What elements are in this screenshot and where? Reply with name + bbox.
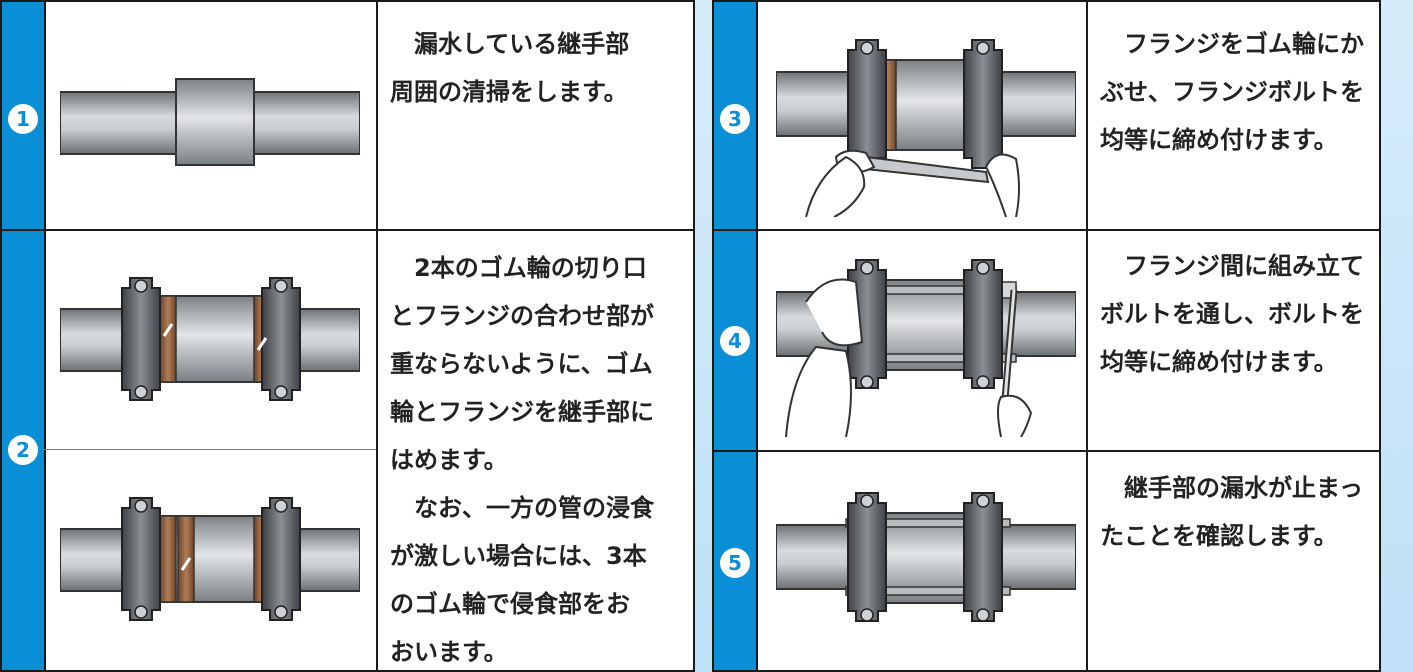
right-panel: 3 4 5 — [712, 0, 1381, 672]
step-2-illustration-b — [60, 497, 360, 621]
step-5-text: 継手部の漏水が止まっ たことを確認します。 — [1100, 474, 1364, 550]
step-3-text: フランジをゴム輪にか ぶせ、フランジボルトを 均等に締め付けます。 — [1100, 30, 1364, 154]
step-1-illustration — [60, 78, 360, 166]
step-4-number: 4 — [720, 326, 750, 356]
step-3-number: 3 — [720, 104, 750, 134]
step-1-text: 漏水している継手部 周囲の清掃をします。 — [390, 30, 630, 106]
step-number-strip — [2, 2, 46, 670]
step-2-number: 2 — [8, 435, 38, 465]
step-4-illustration — [776, 259, 1076, 437]
step-5-number: 5 — [720, 548, 750, 578]
step-2-illustration-a — [60, 277, 360, 401]
step-3-illustration — [776, 39, 1076, 217]
step-2-text: 2本のゴム輪の切り口 とフランジの合わせ部が 重ならないように、ゴム 輪とフラン… — [390, 254, 654, 666]
step-1-number: 1 — [8, 104, 38, 134]
step-4-text: フランジ間に組み立て ボルトを通し、ボルトを 均等に締め付けます。 — [1100, 252, 1364, 376]
step-5-illustration — [776, 492, 1076, 622]
left-panel: 1 2 — [0, 0, 695, 672]
